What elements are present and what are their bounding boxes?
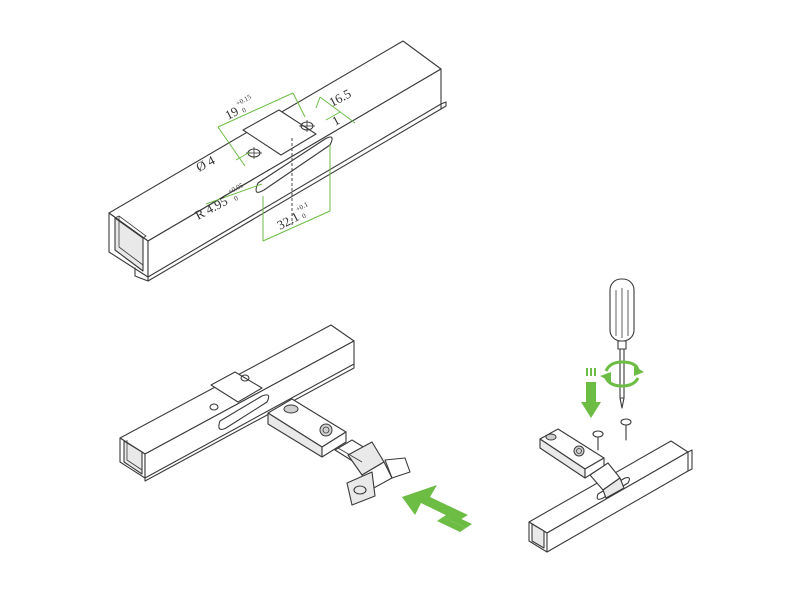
screwdriver-icon [609,278,635,409]
screw-icon-1 [592,430,604,451]
push-arrow-icon [402,485,472,532]
dim-19: 19 +0.15 0 [222,93,253,123]
svg-text:0: 0 [241,106,248,115]
svg-text:+0.15: +0.15 [235,93,253,108]
top-profile-drawing: 19 +0.15 0 16.5 1 Ø 4 R 4.95 +0.05 0 32.… [108,40,447,282]
bottom-left-insert-drawing [119,324,472,532]
dimension-lines [205,92,356,242]
svg-text:0: 0 [233,194,240,203]
down-arrow-icon [581,368,601,418]
rotate-arrow-icon [600,360,644,388]
hinge-part-right [539,428,625,499]
bottom-right-fasten-drawing [528,278,693,553]
dim-32-1: 32.1 +0.1 0 [274,200,310,232]
screw-icon-2 [620,418,632,441]
hinge-part-left [267,398,411,506]
hole-marker-right [299,120,315,132]
svg-text:0: 0 [301,212,308,221]
svg-text:19: 19 [222,103,241,122]
